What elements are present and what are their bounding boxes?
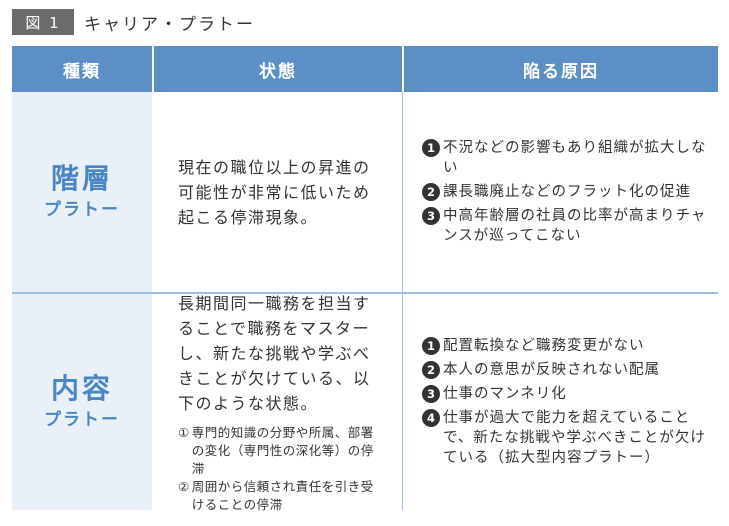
note-text: 周囲から信頼され責任を引き受けることの停滞 (191, 478, 374, 512)
state-text: 現在の職位以上の昇進の可能性が非常に低いため起こる停滞現象。 (178, 157, 371, 227)
header-type: 種類 (63, 61, 101, 82)
state-note-list: ① 専門的知識の分野や所属、部署の変化（専門性の深化等）の停滞 ② 周囲から信頼… (178, 424, 386, 514)
figure-header: 図 1 キャリア・プラトー (12, 8, 255, 36)
column-divider (402, 92, 403, 292)
type-cell: 階層 プラトー (12, 92, 152, 292)
state-cell: 現在の職位以上の昇進の可能性が非常に低いため起こる停滞現象。 (154, 92, 402, 292)
cause-number-badge: 3 (422, 207, 440, 225)
header-divider (402, 46, 404, 92)
state-cell: 長期間同一職務を担当することで職務をマスターし、新たな挑戦や学ぶべきことが欠けて… (154, 293, 402, 512)
cause-text: 課長職廃止などのフラット化の促進 (443, 184, 691, 200)
cause-item: 2 本人の意思が反映されない配属 (422, 360, 714, 380)
cause-text: 仕事のマンネリ化 (443, 386, 567, 402)
table-row-hierarchy: 階層 プラトー 現在の職位以上の昇進の可能性が非常に低いため起こる停滞現象。 1… (12, 92, 718, 292)
cause-item: 4 仕事が過大で能力を超えていることで、新たな挑戦や学ぶべきことが欠けている（拡… (422, 408, 714, 468)
state-note-item: ② 周囲から信頼され責任を引き受けることの停滞 (178, 478, 386, 514)
header-cause: 陥る原因 (523, 61, 599, 82)
type-main-label: 階層 (50, 162, 113, 195)
cause-number-badge: 4 (422, 409, 440, 427)
career-plateau-table: 種類 状態 陥る原因 階層 プラトー 現在の職位以上の昇進の可能性が非常に低いた… (12, 46, 718, 512)
cause-item: 1 配置転換など職務変更がない (422, 336, 714, 356)
cause-number-badge: 3 (422, 385, 440, 403)
type-cell: 内容 プラトー (12, 294, 152, 510)
cause-item: 2 課長職廃止などのフラット化の促進 (422, 182, 714, 202)
type-sub-label: プラトー (44, 410, 120, 430)
state-note-item: ① 専門的知識の分野や所属、部署の変化（専門性の深化等）の停滞 (178, 424, 386, 478)
cause-text: 中高年齢層の社員の比率が高まりチャンスが巡ってこない (443, 208, 707, 244)
figure-label: 図 1 (12, 9, 74, 35)
cause-cell: 1 配置転換など職務変更がない 2 本人の意思が反映されない配属 3 仕事のマン… (414, 294, 714, 510)
note-number: ② (178, 478, 190, 494)
cause-text: 仕事が過大で能力を超えていることで、新たな挑戦や学ぶべきことが欠けている（拡大型… (443, 410, 706, 466)
cause-item: 3 中高年齢層の社員の比率が高まりチャンスが巡ってこない (422, 206, 714, 246)
note-number: ① (178, 424, 190, 440)
header-state: 状態 (259, 61, 297, 82)
table-row-content: 内容 プラトー 長期間同一職務を担当することで職務をマスターし、新たな挑戦や学ぶ… (12, 293, 718, 512)
row-separator (12, 292, 718, 294)
cause-text: 本人の意思が反映されない配属 (443, 362, 660, 378)
cause-number-badge: 1 (422, 139, 440, 157)
cause-number-badge: 2 (422, 361, 440, 379)
cause-number-badge: 1 (422, 337, 440, 355)
cause-number-badge: 2 (422, 183, 440, 201)
type-sub-label: プラトー (44, 200, 120, 220)
cause-text: 不況などの影響もあり組織が拡大しない (443, 140, 707, 176)
type-main-label: 内容 (50, 372, 113, 405)
cause-text: 配置転換など職務変更がない (443, 338, 645, 354)
column-divider (402, 294, 403, 510)
cause-cell: 1 不況などの影響もあり組織が拡大しない 2 課長職廃止などのフラット化の促進 … (414, 92, 714, 292)
header-divider (152, 46, 154, 92)
state-text: 長期間同一職務を担当することで職務をマスターし、新たな挑戦や学ぶべきことが欠けて… (178, 293, 371, 413)
figure-title: キャリア・プラトー (84, 14, 255, 35)
cause-item: 1 不況などの影響もあり組織が拡大しない (422, 138, 714, 178)
cause-item: 3 仕事のマンネリ化 (422, 384, 714, 404)
note-text: 専門的知識の分野や所属、部署の変化（専門性の深化等）の停滞 (191, 424, 374, 476)
table-header-row: 種類 状態 陥る原因 (12, 46, 718, 92)
